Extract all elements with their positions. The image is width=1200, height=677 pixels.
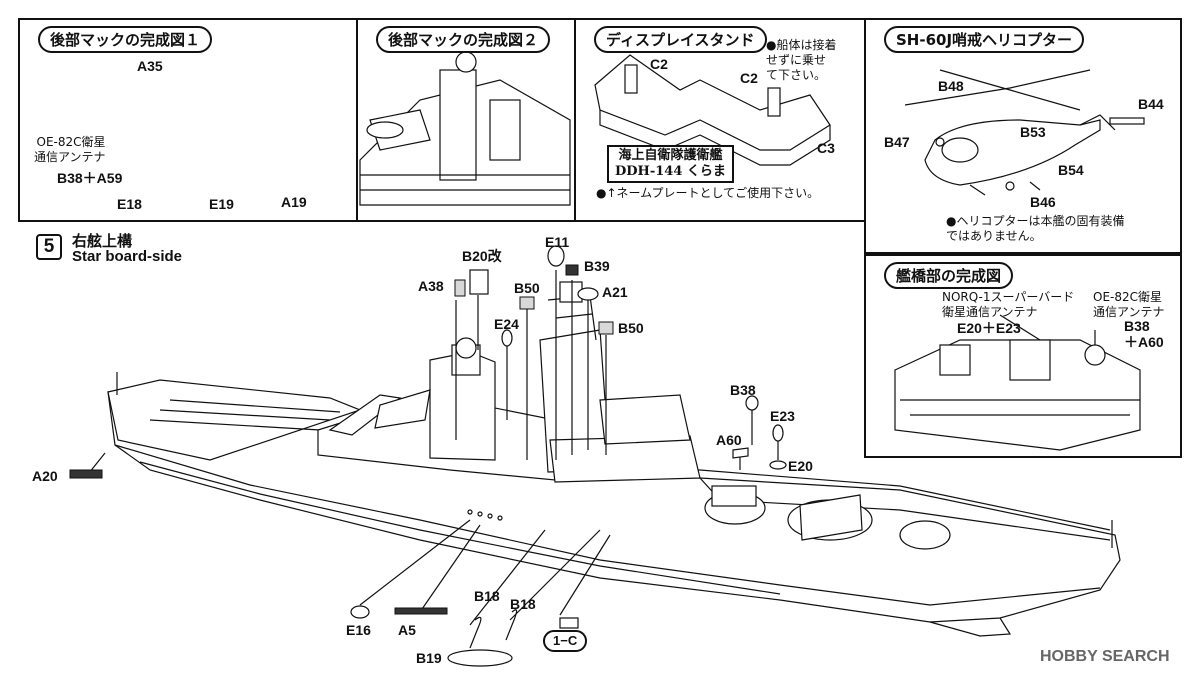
panel-helicopter: SH-60J哨戒ヘリコプター	[864, 18, 1182, 254]
part-label: B46	[1030, 194, 1056, 210]
part-label-b50a: B50	[514, 280, 540, 296]
part-label-e24: E24	[494, 316, 519, 332]
part-label: E18	[117, 196, 142, 212]
panel-title: 後部マックの完成図１	[38, 26, 213, 53]
part-label-a60: A60	[716, 432, 742, 448]
part-label: A35	[137, 58, 163, 74]
part-label-b20: B20改	[462, 248, 502, 264]
part-label: E19	[209, 196, 234, 212]
part-label-b39: B39	[584, 258, 610, 274]
part-label-e20: E20	[788, 458, 813, 474]
panel-rear-mack-2: 後部マックの完成図２	[356, 18, 576, 222]
norq-note: NORQ-1スーパーバード 衛星通信アンテナ	[942, 290, 1075, 319]
step-number: 5	[36, 234, 62, 260]
part-label: B53	[1020, 124, 1046, 140]
nameplate-note: ●↑ネームプレートとしてご使用下さい。	[596, 186, 820, 200]
antenna-note: OE-82C衛星 通信アンテナ	[34, 135, 106, 164]
bridge-drawing	[894, 314, 1141, 451]
panel-title: SH-60J哨戒ヘリコプター	[884, 26, 1085, 53]
step-title: 右舷上構	[72, 232, 133, 250]
part-label: B54	[1058, 162, 1084, 178]
part-label: C2	[740, 70, 758, 86]
step-subtitle: Star board-side	[72, 248, 183, 265]
part-label-e16: E16	[346, 622, 371, 638]
loose-parts	[69, 245, 787, 667]
part-label: A19	[281, 194, 307, 210]
part-label-a21: A21	[602, 284, 628, 300]
rear-mack-2-drawing	[359, 51, 571, 206]
part-label: E20＋E23	[957, 320, 1021, 336]
part-label: C2	[650, 56, 668, 72]
part-label-a38: A38	[418, 278, 444, 294]
part-label-a5: A5	[398, 622, 416, 638]
part-label: B44	[1138, 96, 1164, 112]
part-label-a20: A20	[32, 468, 58, 484]
ship-hull-drawing	[107, 281, 1121, 637]
part-label: B38 ＋A60	[1124, 318, 1164, 350]
watermark-logo: HOBBY SEARCH	[1040, 648, 1170, 665]
panel-title: 後部マックの完成図２	[376, 26, 551, 53]
part-label: C3	[817, 140, 835, 156]
part-label-e11: E11	[545, 234, 570, 250]
panel-title: 艦橋部の完成図	[884, 262, 1014, 289]
portholes	[467, 509, 503, 521]
display-stand-drawing	[594, 54, 831, 166]
helicopter-note: ●ヘリコプターは本艦の固有装備 ではありません。	[946, 214, 1125, 243]
nameplate: 海上自衛隊護衛艦 DDH-144 くらま	[607, 145, 734, 183]
part-label: B38＋A59	[57, 170, 123, 186]
part-label-e23: E23	[770, 408, 795, 424]
panel-display-stand: ディスプレイスタンド	[574, 18, 866, 222]
helicopter-drawing	[904, 69, 1145, 196]
part-label-b19: B19	[416, 650, 442, 666]
hull-note: ●船体は接着 せずに乗せ て下さい。	[766, 38, 837, 82]
oe-note: OE-82C衛星 通信アンテナ	[1093, 290, 1165, 319]
part-label-b38: B38	[730, 382, 756, 398]
part-label-1c: 1−C	[543, 630, 588, 652]
part-label-b18b: B18	[510, 596, 536, 612]
panel-rear-mack-1: 後部マックの完成図１	[18, 18, 358, 222]
part-label-b50b: B50	[618, 320, 644, 336]
part-label-b18a: B18	[474, 588, 500, 604]
panel-bridge: 艦橋部の完成図	[864, 254, 1182, 458]
part-label: B47	[884, 134, 910, 150]
panel-title: ディスプレイスタンド	[594, 26, 767, 53]
part-label: B48	[938, 78, 964, 94]
